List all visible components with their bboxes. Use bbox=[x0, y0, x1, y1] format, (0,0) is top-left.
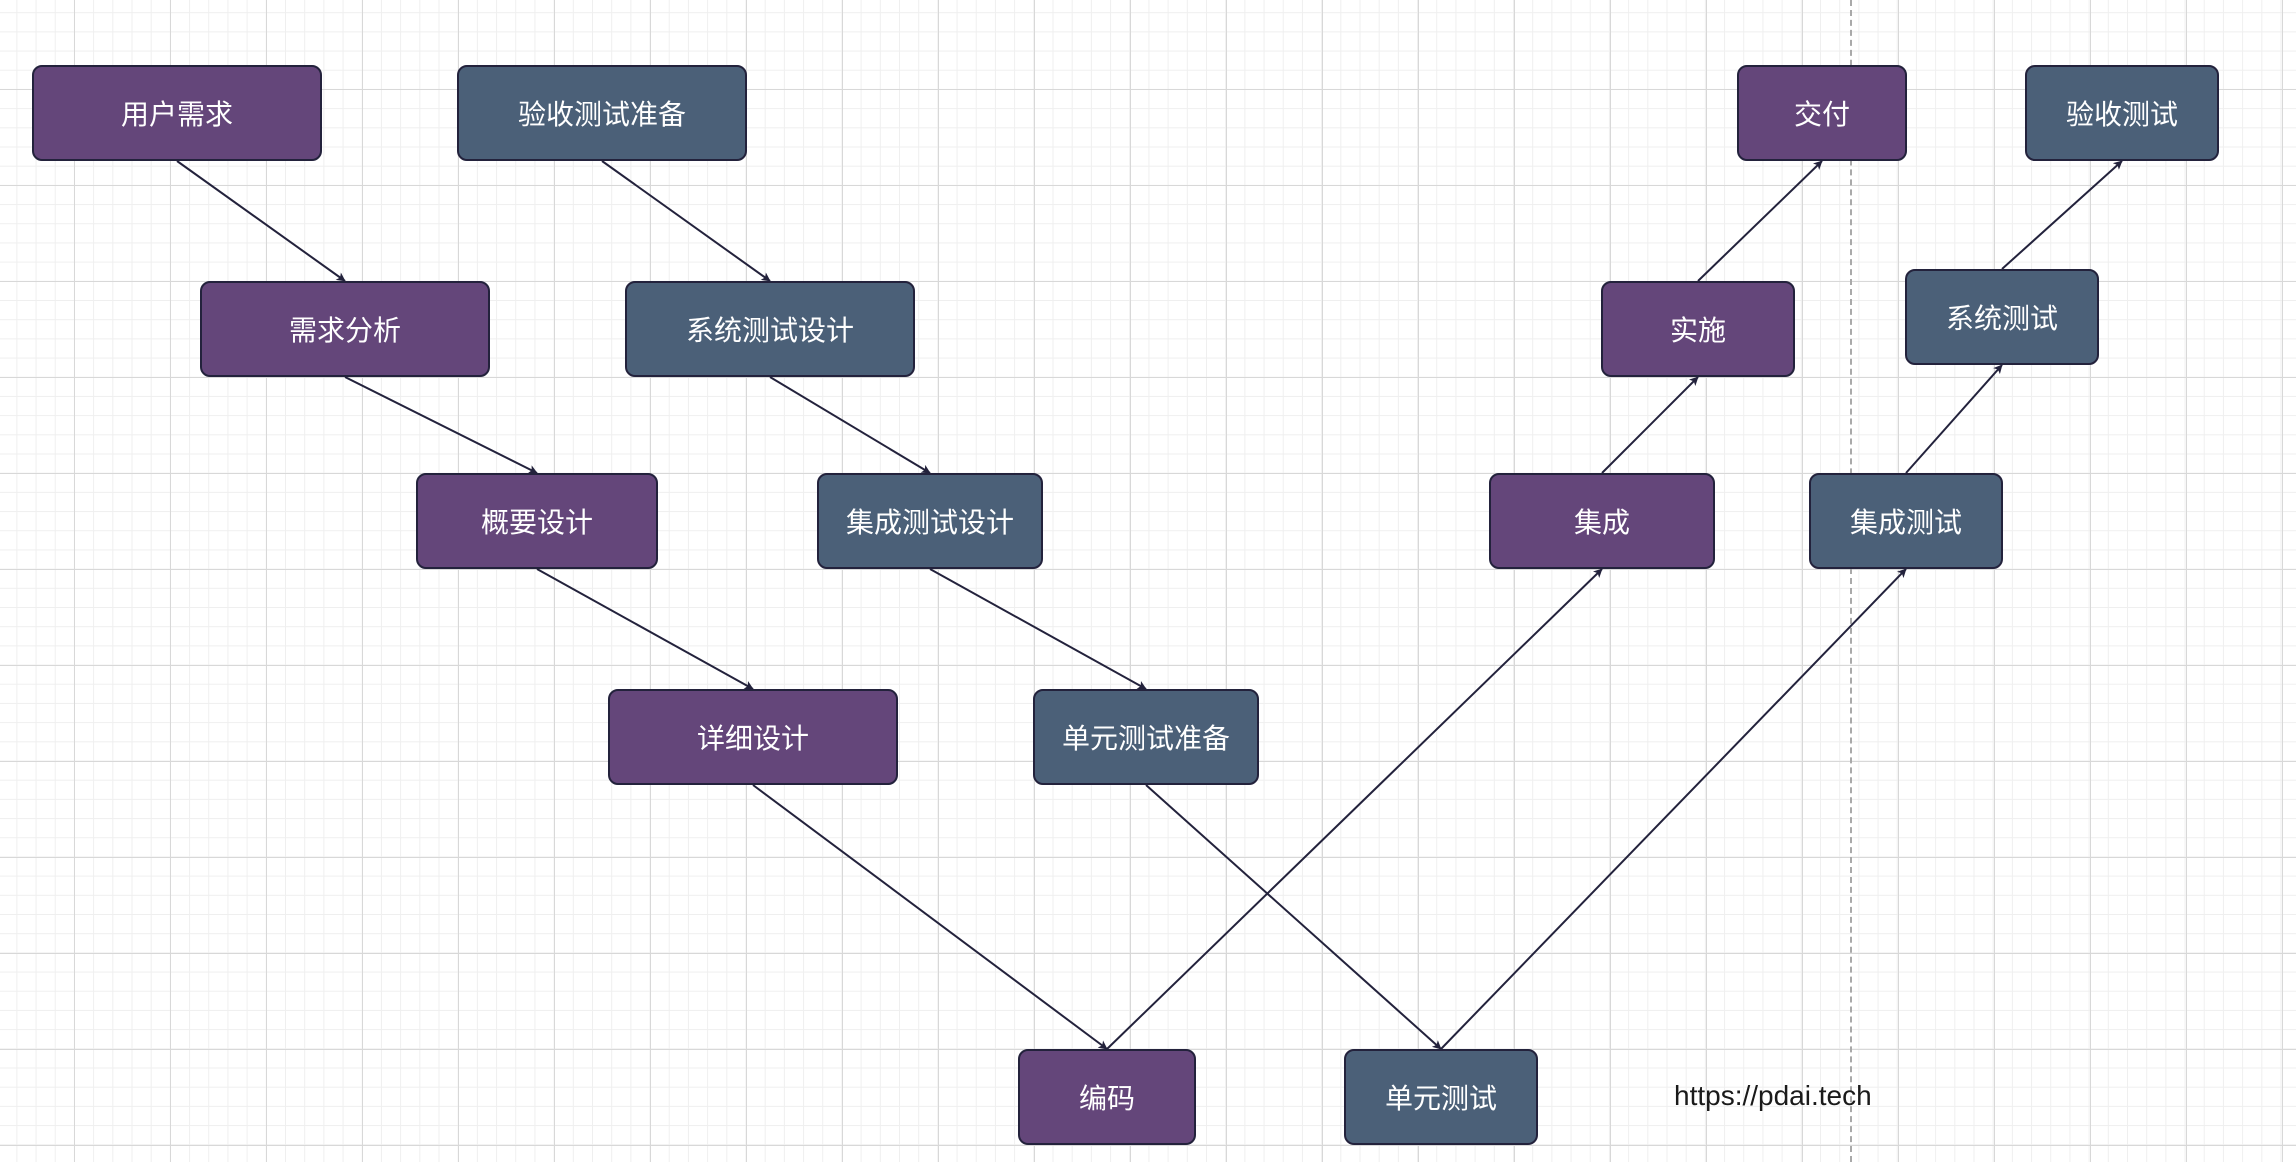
watermark-url: https://pdai.tech bbox=[1674, 1080, 1872, 1111]
node-system-test-design[interactable]: 系统测试设计 bbox=[625, 281, 915, 377]
edge-system-test-design-to-integration-test-design bbox=[769, 376, 931, 474]
node-integration-test-design[interactable]: 集成测试设计 bbox=[817, 473, 1043, 569]
edge-acceptance-test-prep-to-system-test-design bbox=[601, 160, 771, 282]
node-implementation[interactable]: 实施 bbox=[1601, 281, 1795, 377]
node-user-requirements[interactable]: 用户需求 bbox=[32, 65, 322, 161]
edge-integration-test-design-to-unit-test-prep bbox=[929, 568, 1147, 690]
node-system-test[interactable]: 系统测试 bbox=[1905, 269, 2099, 365]
edge-coding-to-integration bbox=[1106, 568, 1603, 1050]
node-unit-test-prep[interactable]: 单元测试准备 bbox=[1033, 689, 1259, 785]
edge-implementation-to-delivery bbox=[1697, 160, 1823, 282]
edge-integration-to-implementation bbox=[1601, 376, 1699, 474]
edge-system-test-to-acceptance-test bbox=[2001, 160, 2123, 270]
node-detailed-design[interactable]: 详细设计 bbox=[608, 689, 898, 785]
node-acceptance-test[interactable]: 验收测试 bbox=[2025, 65, 2219, 161]
node-outline-design[interactable]: 概要设计 bbox=[416, 473, 658, 569]
node-integration-test[interactable]: 集成测试 bbox=[1809, 473, 2003, 569]
node-unit-test[interactable]: 单元测试 bbox=[1344, 1049, 1538, 1145]
node-delivery[interactable]: 交付 bbox=[1737, 65, 1907, 161]
node-integration[interactable]: 集成 bbox=[1489, 473, 1715, 569]
edge-unit-test-to-integration-test bbox=[1440, 568, 1907, 1050]
node-coding[interactable]: 编码 bbox=[1018, 1049, 1196, 1145]
node-acceptance-test-prep[interactable]: 验收测试准备 bbox=[457, 65, 747, 161]
edge-outline-design-to-detailed-design bbox=[536, 568, 754, 690]
edge-user-requirements-to-requirements-analysis bbox=[176, 160, 346, 282]
node-requirements-analysis[interactable]: 需求分析 bbox=[200, 281, 490, 377]
edge-unit-test-prep-to-unit-test bbox=[1145, 784, 1442, 1050]
edge-detailed-design-to-coding bbox=[752, 784, 1108, 1050]
edge-requirements-analysis-to-outline-design bbox=[344, 376, 538, 474]
edge-integration-test-to-system-test bbox=[1905, 364, 2003, 474]
dashed-divider-line bbox=[1850, 0, 1852, 1162]
